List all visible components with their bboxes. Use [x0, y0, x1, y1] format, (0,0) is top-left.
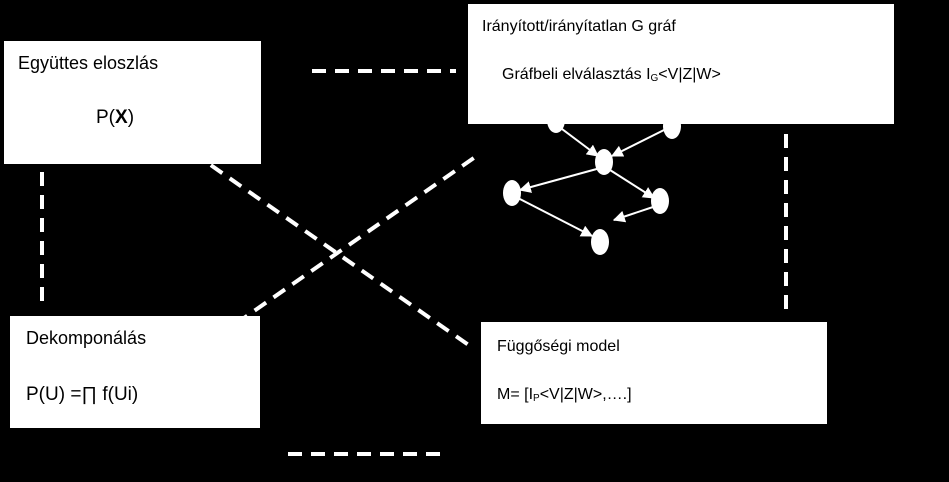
- graph-sep-suffix: <V|Z|W>: [658, 66, 721, 83]
- graph-node-a: [547, 107, 565, 133]
- joint-formula-var: X: [115, 107, 128, 128]
- graph-node-b: [663, 113, 681, 139]
- dep-formula-suffix: <V|Z|W>,….]: [539, 386, 632, 403]
- dashed-diagonal-decomp-to-graph: [196, 153, 480, 352]
- graph-title: Irányított/irányítatlan G gráf: [482, 18, 676, 35]
- decomposition-title: Dekomponálás: [26, 328, 147, 348]
- joint-distribution-title: Együttes eloszlás: [18, 53, 159, 73]
- dep-formula-prefix: M= [I: [497, 386, 534, 403]
- dependency-model-box: Függőségi model M= [IP<V|Z|W>,….]: [479, 320, 829, 426]
- graph-node-d: [503, 180, 521, 206]
- graph-box: Irányított/irányítatlan G gráf Gráfbeli …: [466, 2, 896, 126]
- graph-edge-b-to-c: [610, 127, 669, 157]
- graph-node-f: [591, 229, 609, 255]
- graph-edge-c-to-e: [609, 169, 656, 199]
- graph-edge-d-to-f: [513, 195, 594, 237]
- dep-formula-sub: P: [533, 393, 540, 404]
- joint-formula-suffix: ): [127, 107, 135, 128]
- graph-edge-a-to-c: [557, 125, 599, 157]
- joint-formula-prefix: P(: [96, 107, 115, 128]
- decomposition-formula: P(U) =∏ f(Ui): [26, 384, 139, 405]
- graph-separation: Gráfbeli elválasztás IG<V|Z|W>: [502, 66, 721, 84]
- graph-node-e: [651, 188, 669, 214]
- graph-sep-sub: G: [650, 73, 659, 84]
- joint-distribution-formula: P(X): [96, 107, 134, 129]
- graph-sep-prefix: Gráfbeli elválasztás I: [502, 66, 651, 83]
- graph-edge-e-to-f: [612, 205, 657, 223]
- graph-node-c: [595, 149, 613, 175]
- graph-edge-c-to-d: [518, 166, 605, 193]
- joint-distribution-box: Együttes eloszlás P(X): [2, 39, 263, 166]
- dashed-diagonal-joint-to-dependency: [190, 150, 472, 348]
- dependency-model-formula: M= [IP<V|Z|W>,….]: [497, 386, 632, 404]
- dependency-model-title: Függőségi model: [497, 338, 620, 355]
